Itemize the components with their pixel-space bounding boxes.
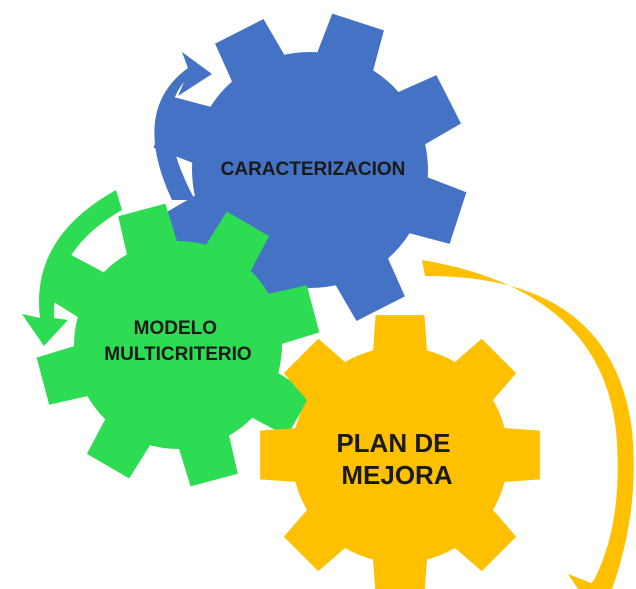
- gear-plan-de-mejora-shape: [260, 315, 540, 589]
- gear-plan-de-mejora-label: PLAN DE MEJORA: [336, 428, 457, 490]
- gear-caracterizacion-label-line-1: CARACTERIZACION: [221, 159, 406, 180]
- gear-modelo-multicriterio-label: MODELO MULTICRITERIO: [104, 318, 251, 365]
- gear-plan-de-mejora-label-line-2: MEJORA: [341, 460, 452, 490]
- gear-modelo-multicriterio-label-line-1: MODELO: [134, 318, 217, 339]
- gear-modelo-multicriterio-label-line-2: MULTICRITERIO: [104, 344, 251, 365]
- cycle-arrow-head-plan-de-mejora: [568, 574, 606, 589]
- cycle-arrow-plan-de-mejora: [422, 260, 634, 589]
- gear-plan-de-mejora: PLAN DE MEJORA: [260, 315, 540, 589]
- gear-modelo-multicriterio: MODELO MULTICRITERIO: [36, 203, 320, 487]
- cycle-arrow-modelo-multicriterio: [22, 190, 122, 346]
- cycle-arrow-caracterizacion: [154, 52, 212, 200]
- gear-plan-de-mejora-label-line-1: PLAN DE: [336, 428, 450, 458]
- gear-modelo-multicriterio-shape: [36, 203, 320, 487]
- gear-caracterizacion-label: CARACTERIZACION: [221, 159, 406, 180]
